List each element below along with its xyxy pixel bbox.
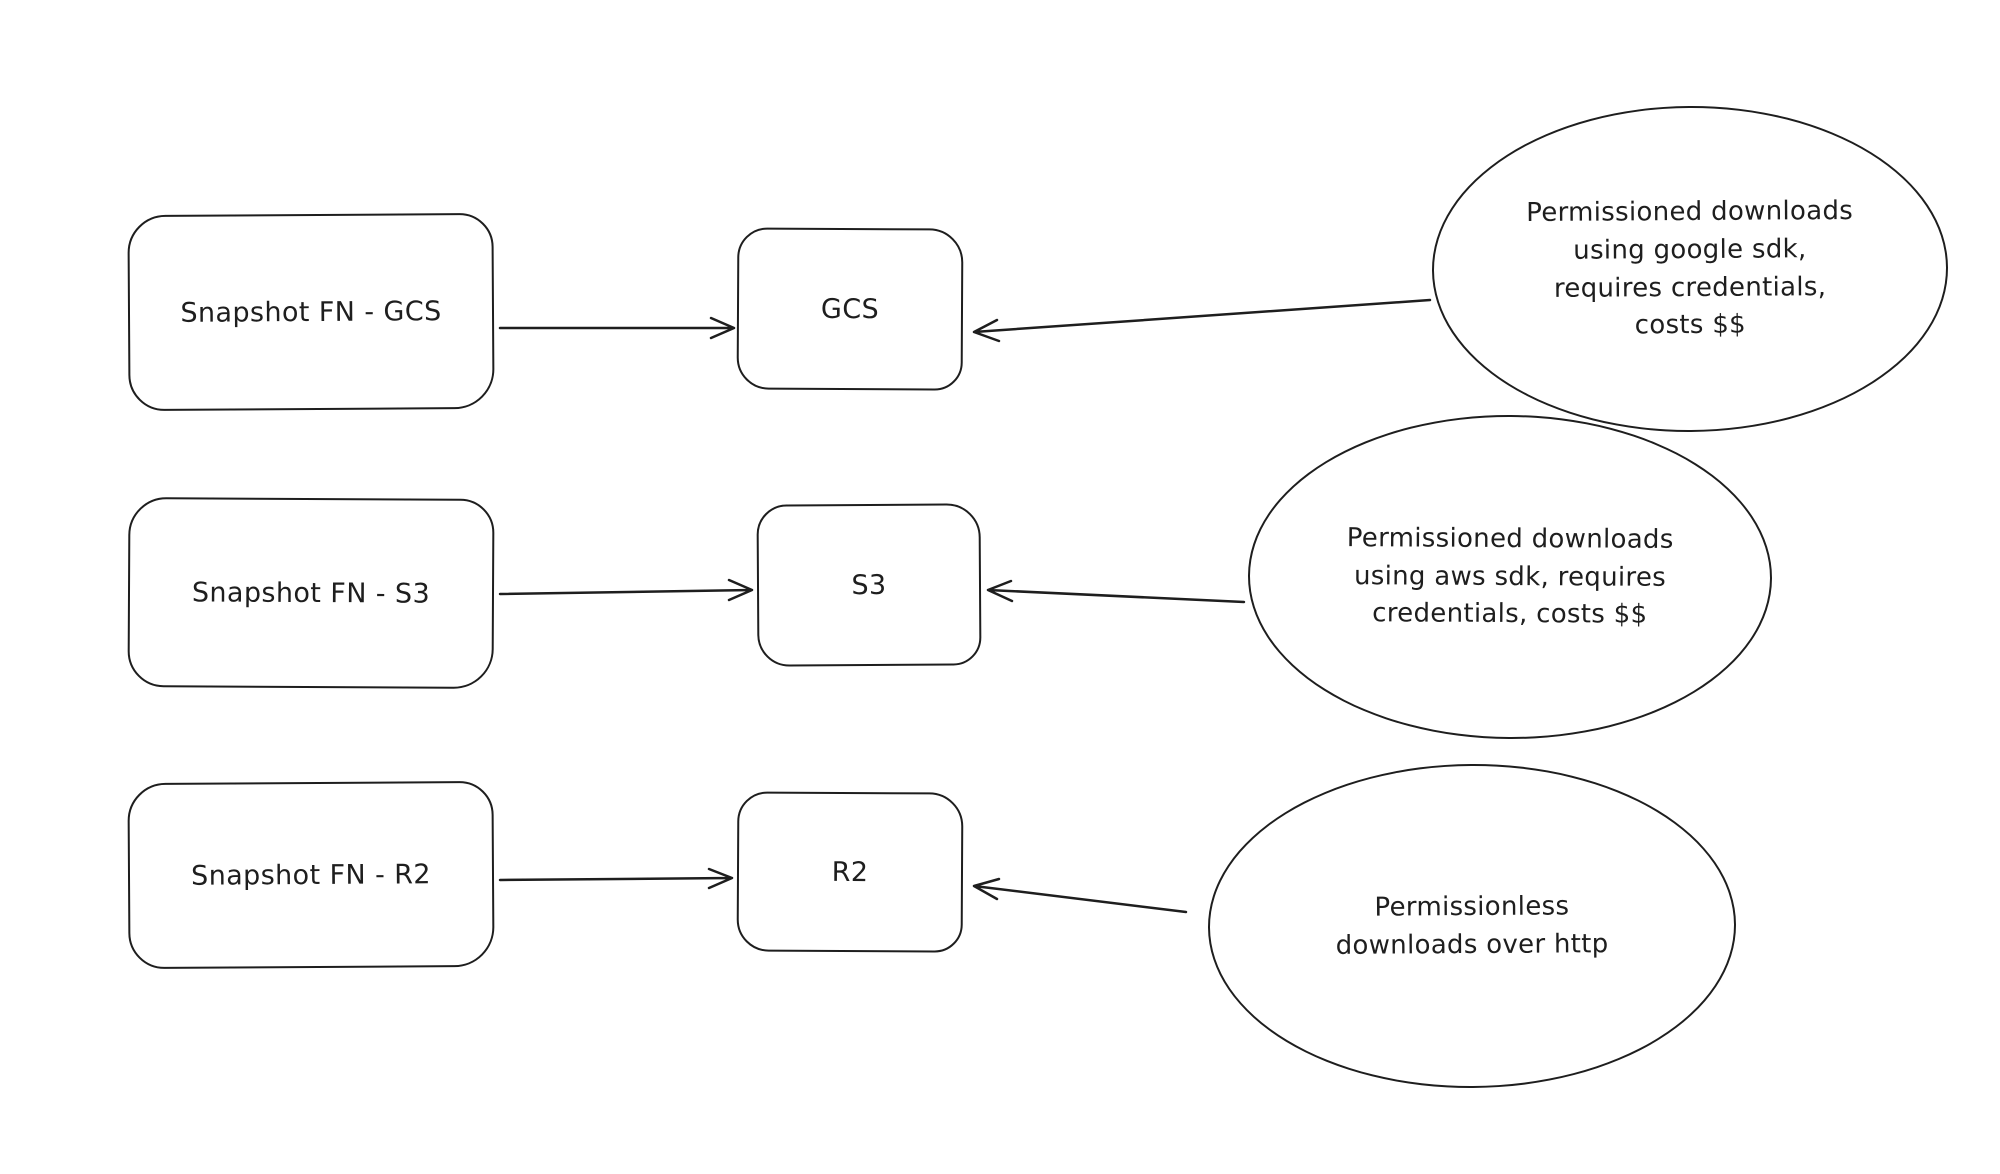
note-line: using google sdk, xyxy=(1573,233,1807,266)
arrow-line xyxy=(972,298,1432,343)
arrow-line xyxy=(498,316,736,340)
note-ellipse-s3: Permissioned downloads using aws sdk, re… xyxy=(1247,413,1773,741)
note-line: Permissionless xyxy=(1374,890,1570,923)
node-gcs: GCS xyxy=(736,227,964,391)
arrow-snapshot-to-s3 xyxy=(498,578,754,602)
arrow-note-to-gcs xyxy=(972,298,1432,343)
node-label: Snapshot FN - S3 xyxy=(191,576,431,610)
note-line: Permissioned downloads xyxy=(1526,195,1854,228)
note-line: costs $$ xyxy=(1634,310,1747,341)
node-label: S3 xyxy=(851,569,887,601)
node-snapshot-fn-s3: Snapshot FN - S3 xyxy=(127,497,495,689)
arrow-line xyxy=(498,578,754,602)
node-label: R2 xyxy=(831,856,869,888)
note-line: Permissioned downloads xyxy=(1346,522,1674,555)
note-line: credentials, costs $$ xyxy=(1372,598,1648,631)
arrow-line xyxy=(498,867,734,890)
arrow-snapshot-to-gcs xyxy=(498,316,736,340)
node-s3: S3 xyxy=(756,503,982,667)
node-snapshot-fn-r2: Snapshot FN - R2 xyxy=(127,780,495,970)
node-snapshot-fn-gcs: Snapshot FN - GCS xyxy=(127,212,495,412)
arrow-note-to-s3 xyxy=(986,579,1246,604)
arrow-note-to-r2 xyxy=(972,877,1188,914)
node-label: Snapshot FN - GCS xyxy=(180,295,442,329)
arrow-line xyxy=(972,877,1188,914)
note-ellipse-r2: Permissionless downloads over http xyxy=(1207,762,1737,1090)
node-label: GCS xyxy=(820,293,880,325)
note-line: downloads over http xyxy=(1335,928,1609,961)
arrow-line xyxy=(986,579,1246,604)
note-line: using aws sdk, requires xyxy=(1353,560,1667,593)
note-line: requires credentials, xyxy=(1553,271,1827,304)
node-label: Snapshot FN - R2 xyxy=(191,858,431,892)
note-ellipse-gcs: Permissioned downloads using google sdk,… xyxy=(1431,104,1949,434)
arrow-snapshot-to-r2 xyxy=(498,867,734,890)
node-r2: R2 xyxy=(736,791,964,953)
